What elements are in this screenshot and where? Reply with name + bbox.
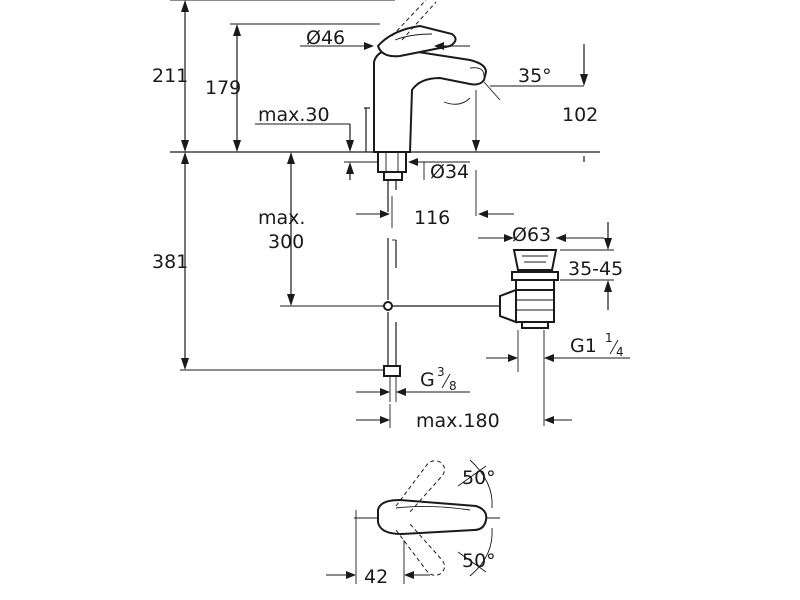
dim-g-numerator: 3 [437,365,445,379]
dim-50-degree-top: 50° [462,467,496,489]
dim-381: 381 [152,251,188,273]
dim-max-300-line1: max. [258,207,305,229]
pipe-and-waste [180,152,630,428]
dim-diameter-46: Ø46 [306,27,345,49]
dim-g1-numerator: 1 [605,331,613,345]
dim-35-45: 35-45 [568,258,623,280]
dimension-labels: 211 179 Ø46 35° 102 max.30 Ø34 116 max. … [152,27,624,588]
dim-102: 102 [562,104,598,126]
dim-max-300-line2: 300 [268,231,304,253]
dim-g1-main: G1 [570,335,597,357]
dim-211: 211 [152,65,188,87]
dim-max-30: max.30 [258,104,330,126]
dim-179: 179 [205,77,241,99]
dim-42: 42 [364,566,388,588]
dimension-lines-top [181,0,588,228]
faucet-side-view [170,0,600,212]
dim-max-180: max.180 [416,410,500,432]
dim-116: 116 [414,207,450,229]
dim-35-degree: 35° [518,65,552,87]
dim-g1-denominator: 4 [616,345,624,359]
dim-diameter-34: Ø34 [430,161,469,183]
dim-diameter-63: Ø63 [512,224,551,246]
dim-g-denominator: 8 [449,379,457,393]
lever-top-view [326,459,500,584]
dim-g-main: G [420,369,435,391]
dim-50-degree-bottom: 50° [462,550,496,572]
